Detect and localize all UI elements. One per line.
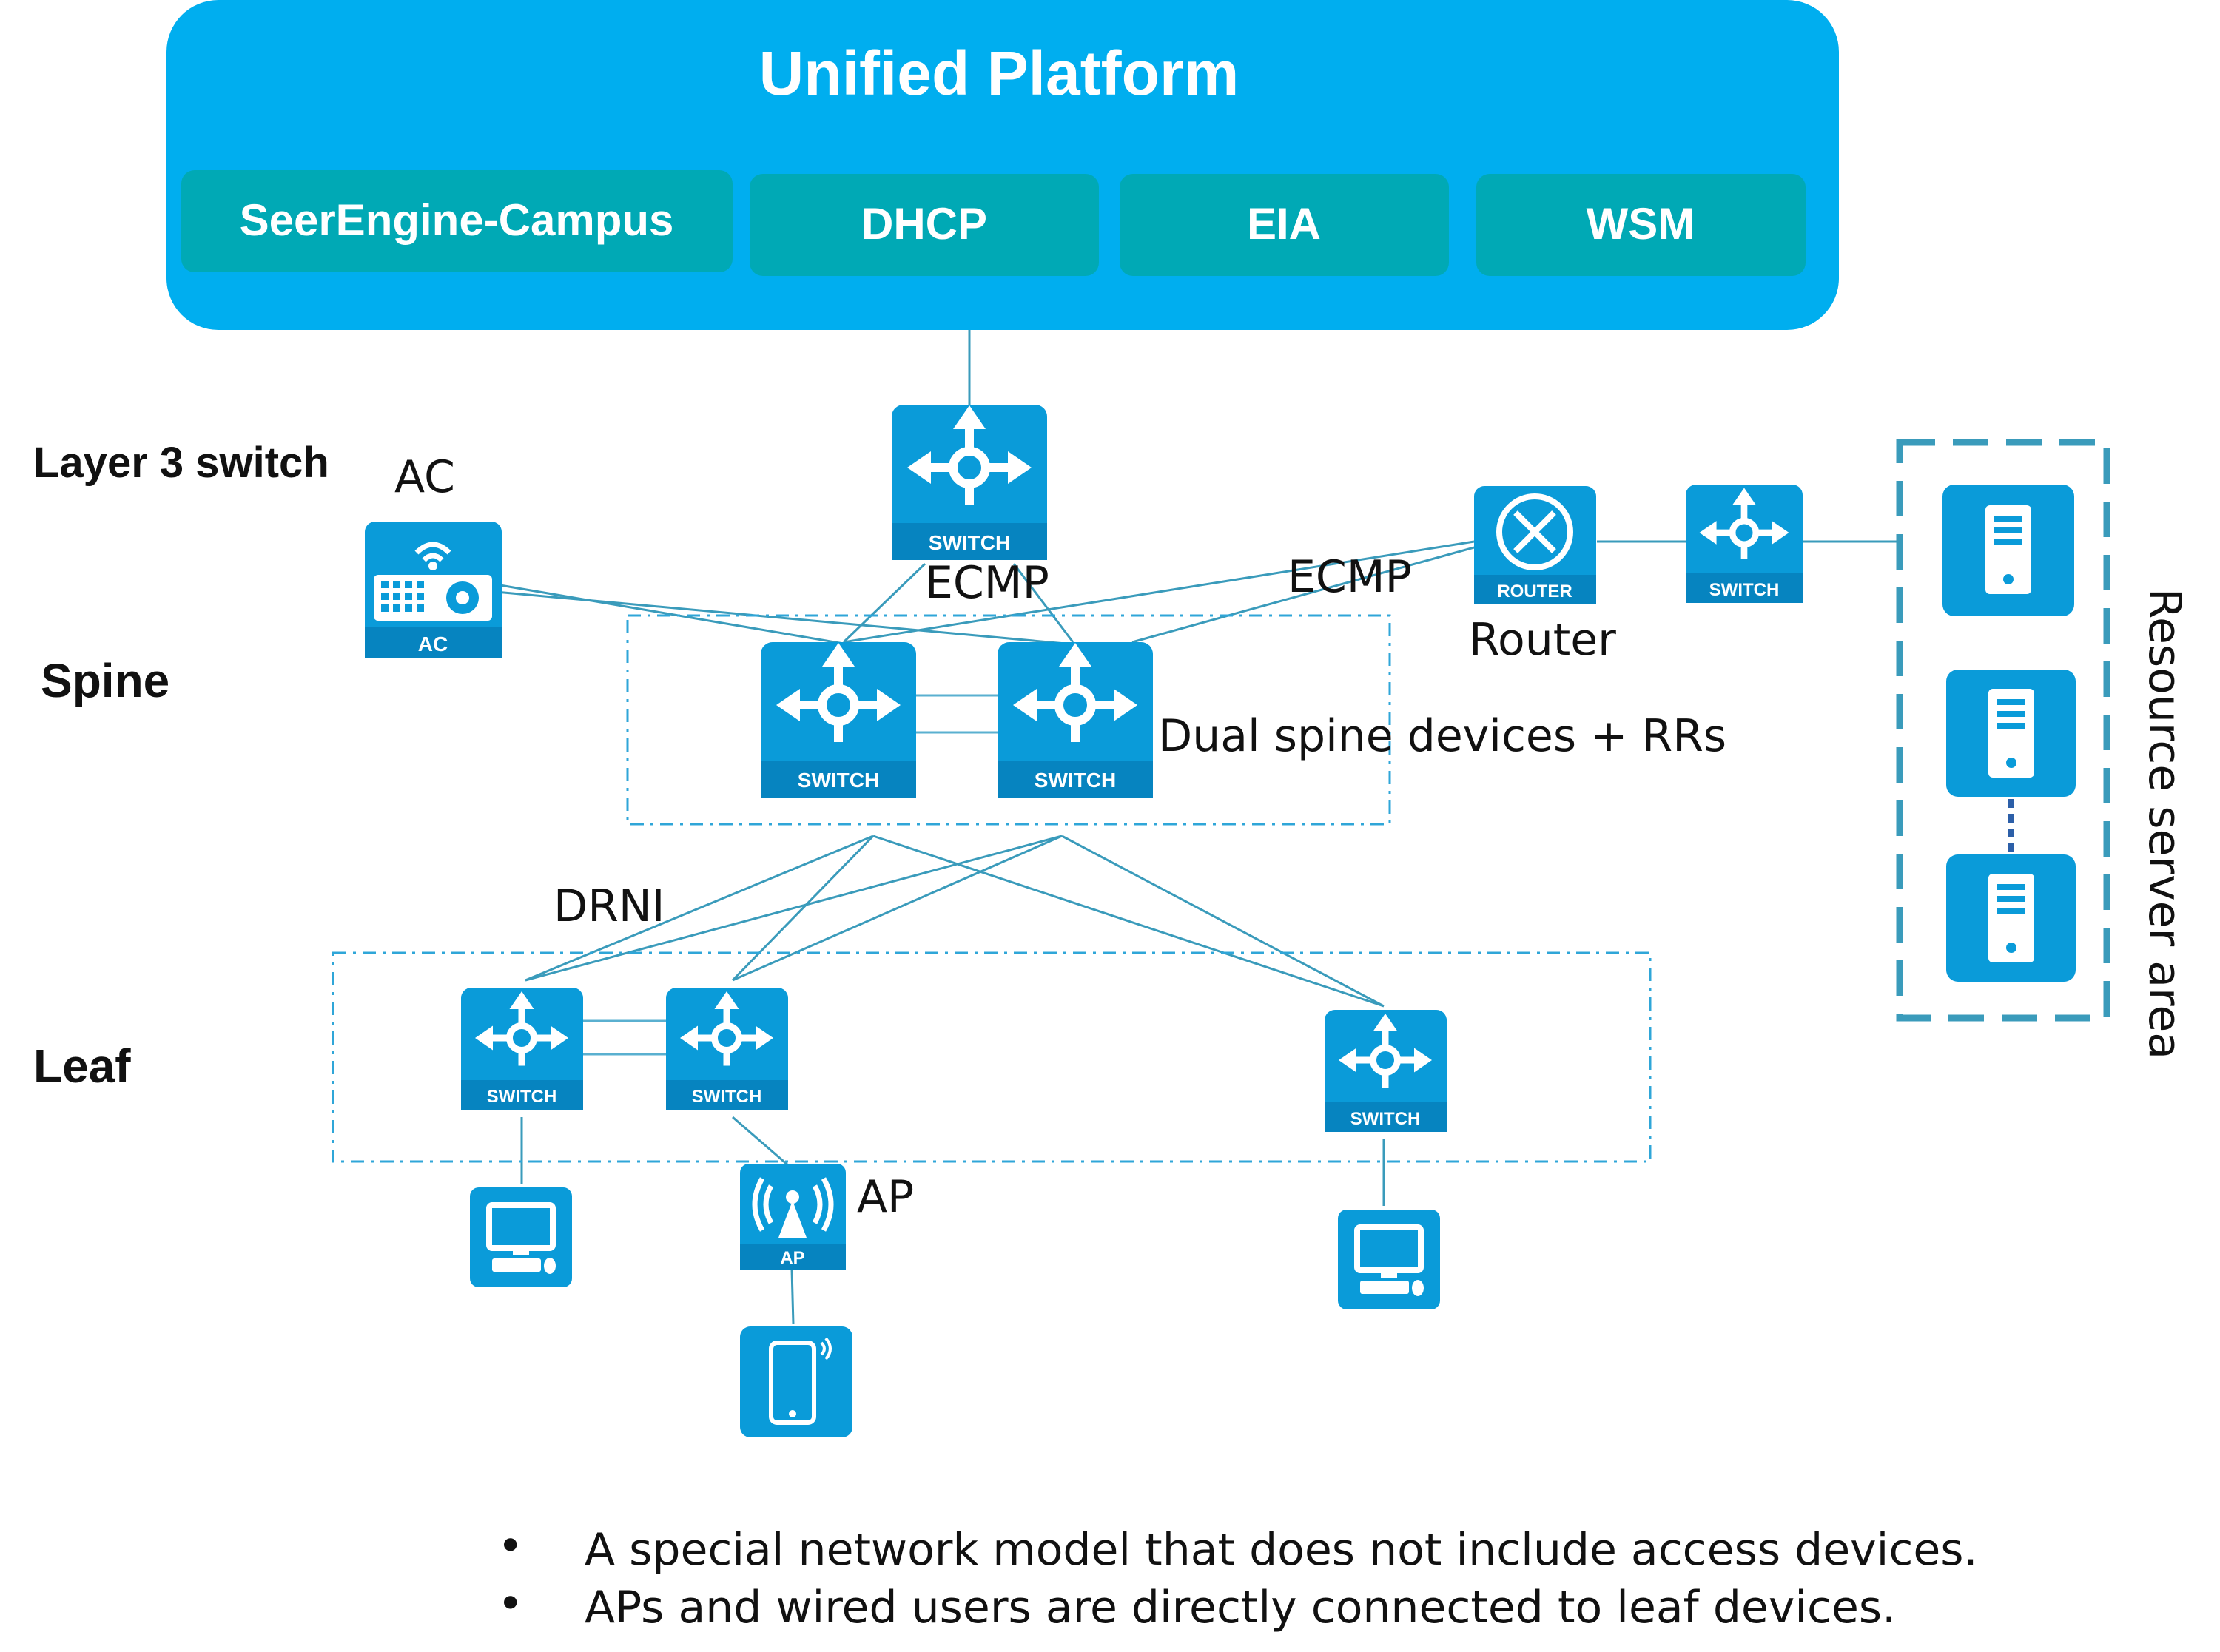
leaf-switch-3: SWITCH	[1325, 1010, 1447, 1132]
pc-1	[470, 1187, 572, 1287]
module-dhcp-label: DHCP	[861, 199, 987, 249]
leaf-switch-1: SWITCH	[461, 988, 583, 1110]
note-1-bullet: •	[497, 1520, 523, 1572]
pc-2	[1338, 1210, 1440, 1309]
ecmp-right-label: ECMP	[1288, 551, 1412, 603]
server-2	[1946, 670, 2076, 797]
phone-icon	[769, 1341, 816, 1425]
module-seerengine-campus-label: SeerEngine-Campus	[240, 195, 674, 245]
resource-server-area-box	[1896, 439, 2110, 1022]
ac-device-label: AC	[418, 633, 448, 655]
platform-title: Unified Platform	[759, 38, 1240, 108]
module-eia-label: EIA	[1247, 199, 1321, 249]
note-1: A special network model that does not in…	[585, 1524, 1978, 1576]
spine-switch-1: SWITCH	[761, 642, 916, 798]
router-label: Router	[1469, 614, 1616, 666]
note-2: APs and wired users are directly connect…	[585, 1582, 1896, 1634]
module-eia	[1120, 174, 1449, 276]
router-device: ROUTER	[1474, 486, 1596, 604]
layer3-switch-device-label: SWITCH	[929, 531, 1010, 554]
layer3-switch: SWITCH	[892, 405, 1047, 560]
router-device-label: ROUTER	[1497, 581, 1572, 601]
dual-spine-label: Dual spine devices + RRs	[1158, 710, 1726, 762]
phone-device	[740, 1326, 852, 1437]
module-wsm	[1476, 174, 1806, 276]
layer3-switch-label: Layer 3 switch	[33, 439, 329, 487]
ac-label: AC	[394, 451, 455, 503]
ac-device: AC	[365, 522, 502, 658]
leaf-switch-1-label: SWITCH	[487, 1087, 557, 1107]
wifi-icon	[414, 542, 451, 562]
leaf-stack-links	[583, 1019, 666, 1056]
spine-group-box	[626, 614, 1391, 826]
ap-label: AP	[857, 1171, 914, 1223]
module-wsm-label: WSM	[1587, 199, 1695, 249]
spine-layer-label: Spine	[41, 654, 169, 707]
ecmp-left-label: ECMP	[925, 557, 1049, 609]
note-2-bullet: •	[497, 1578, 523, 1630]
ap-device-label: AP	[780, 1248, 804, 1268]
antenna-icon	[752, 1177, 834, 1232]
spine-switch-1-label: SWITCH	[798, 769, 879, 792]
links	[495, 329, 1902, 1325]
unified-platform: Unified Platform SeerEngine-Campus DHCP …	[166, 0, 1839, 330]
spine-switch-2: SWITCH	[998, 642, 1153, 798]
leaf-group-box	[332, 951, 1652, 1163]
resource-switch: SWITCH	[1686, 485, 1803, 603]
server-1	[1942, 485, 2074, 616]
server-3	[1946, 854, 2076, 982]
spine-stack-links	[916, 694, 998, 734]
resource-server-area-label: Resource server area	[2139, 588, 2190, 1059]
leaf-switch-3-label: SWITCH	[1350, 1109, 1421, 1129]
resource-switch-device-label: SWITCH	[1709, 580, 1780, 600]
router-icon	[1496, 493, 1573, 570]
leaf-layer-label: Leaf	[33, 1039, 131, 1093]
spine-switch-2-label: SWITCH	[1035, 769, 1116, 792]
leaf-switch-2: SWITCH	[666, 988, 788, 1110]
ap-device: AP	[740, 1164, 846, 1270]
module-seerengine-campus	[181, 170, 733, 272]
drni-label: DRNI	[554, 880, 665, 932]
leaf-switch-2-label: SWITCH	[692, 1087, 762, 1107]
module-dhcp	[750, 174, 1099, 276]
